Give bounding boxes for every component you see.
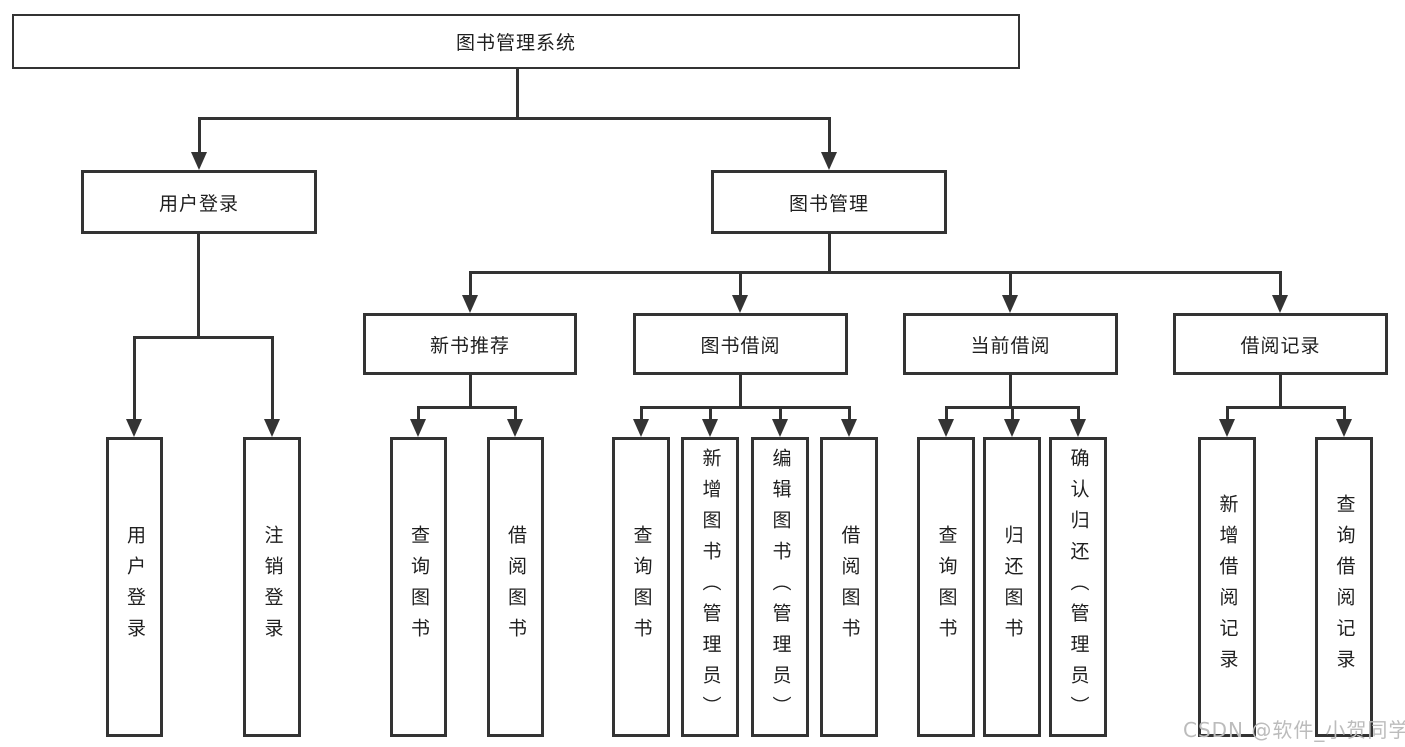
connector-drop-bb-add [709,406,712,419]
arrow-down-icon [1070,419,1086,437]
arrow-down-icon [702,419,718,437]
connector-user-login-stem [197,234,200,339]
connector-cb-stem [1009,375,1012,409]
connector-drop-cb-return [1011,406,1014,419]
arrow-down-icon [1004,419,1020,437]
arrow-down-icon [772,419,788,437]
connector-drop-bb-query [640,406,643,419]
node-current-borrow: 当前借阅 [903,313,1118,375]
leaf-nb-query-books: 查询图书 [390,437,447,737]
leaf-cb-return-books: 归还图书 [983,437,1041,737]
connector-br-rail [1226,406,1346,409]
connector-level3-rail [469,271,1282,274]
arrow-down-icon [462,295,478,313]
node-library-system: 图书管理系统 [12,14,1020,69]
connector-drop-cb-query [945,406,948,419]
arrow-down-icon [126,419,142,437]
arrow-down-icon [732,295,748,313]
connector-drop-br-query [1343,406,1346,419]
arrow-down-icon [1336,419,1352,437]
leaf-logout: 注销登录 [243,437,301,737]
csdn-watermark: CSDN @软件_小贺同学 [1183,718,1405,742]
leaf-bb-edit-books-admin: 编辑图书（管理员） [751,437,809,737]
arrow-down-icon [1002,295,1018,313]
arrow-down-icon [633,419,649,437]
connector-drop-current-borrow [1009,271,1012,295]
leaf-nb-borrow-books: 借阅图书 [487,437,544,737]
leaf-bb-borrow-books: 借阅图书 [820,437,878,737]
leaf-cb-confirm-return-admin: 确认归还（管理员） [1049,437,1107,737]
connector-drop-leaf-user-login [133,336,136,419]
arrow-down-icon [191,152,207,170]
arrow-down-icon [1219,419,1235,437]
connector-root-stem [516,68,519,120]
connector-bb-rail [640,406,851,409]
connector-nbr-stem [469,375,472,409]
connector-login-group-rail [133,336,274,339]
leaf-user-login: 用户登录 [106,437,163,737]
leaf-bb-query-books: 查询图书 [612,437,670,737]
node-borrow-records: 借阅记录 [1173,313,1388,375]
connector-drop-bb-edit [779,406,782,419]
arrow-down-icon [507,419,523,437]
node-book-management: 图书管理 [711,170,947,234]
leaf-br-add-record: 新增借阅记录 [1198,437,1256,737]
leaf-br-query-record: 查询借阅记录 [1315,437,1373,737]
arrow-down-icon [264,419,280,437]
connector-br-stem [1279,375,1282,409]
arrow-down-icon [821,152,837,170]
arrow-down-icon [841,419,857,437]
connector-drop-cb-confirm [1077,406,1080,419]
arrow-down-icon [938,419,954,437]
connector-book-mgmt-stem [828,234,831,274]
node-user-login: 用户登录 [81,170,317,234]
connector-drop-nb-query [417,406,420,419]
connector-drop-borrow-record [1279,271,1282,295]
connector-nbr-rail [417,406,517,409]
connector-bb-stem [739,375,742,409]
arrow-down-icon [1272,295,1288,313]
connector-drop-book-borrow [739,271,742,295]
node-book-borrow: 图书借阅 [633,313,848,375]
connector-drop-br-add [1226,406,1229,419]
connector-drop-user-login [198,117,201,153]
connector-drop-nb-borrow [514,406,517,419]
node-new-book-recommend: 新书推荐 [363,313,577,375]
connector-drop-new-book-rec [469,271,472,295]
leaf-cb-query-books: 查询图书 [917,437,975,737]
connector-drop-book-mgmt [828,117,831,153]
connector-level2-rail [198,117,831,120]
connector-drop-bb-borrow [848,406,851,419]
arrow-down-icon [410,419,426,437]
leaf-bb-add-books-admin: 新增图书（管理员） [681,437,739,737]
connector-drop-leaf-logout [271,336,274,419]
